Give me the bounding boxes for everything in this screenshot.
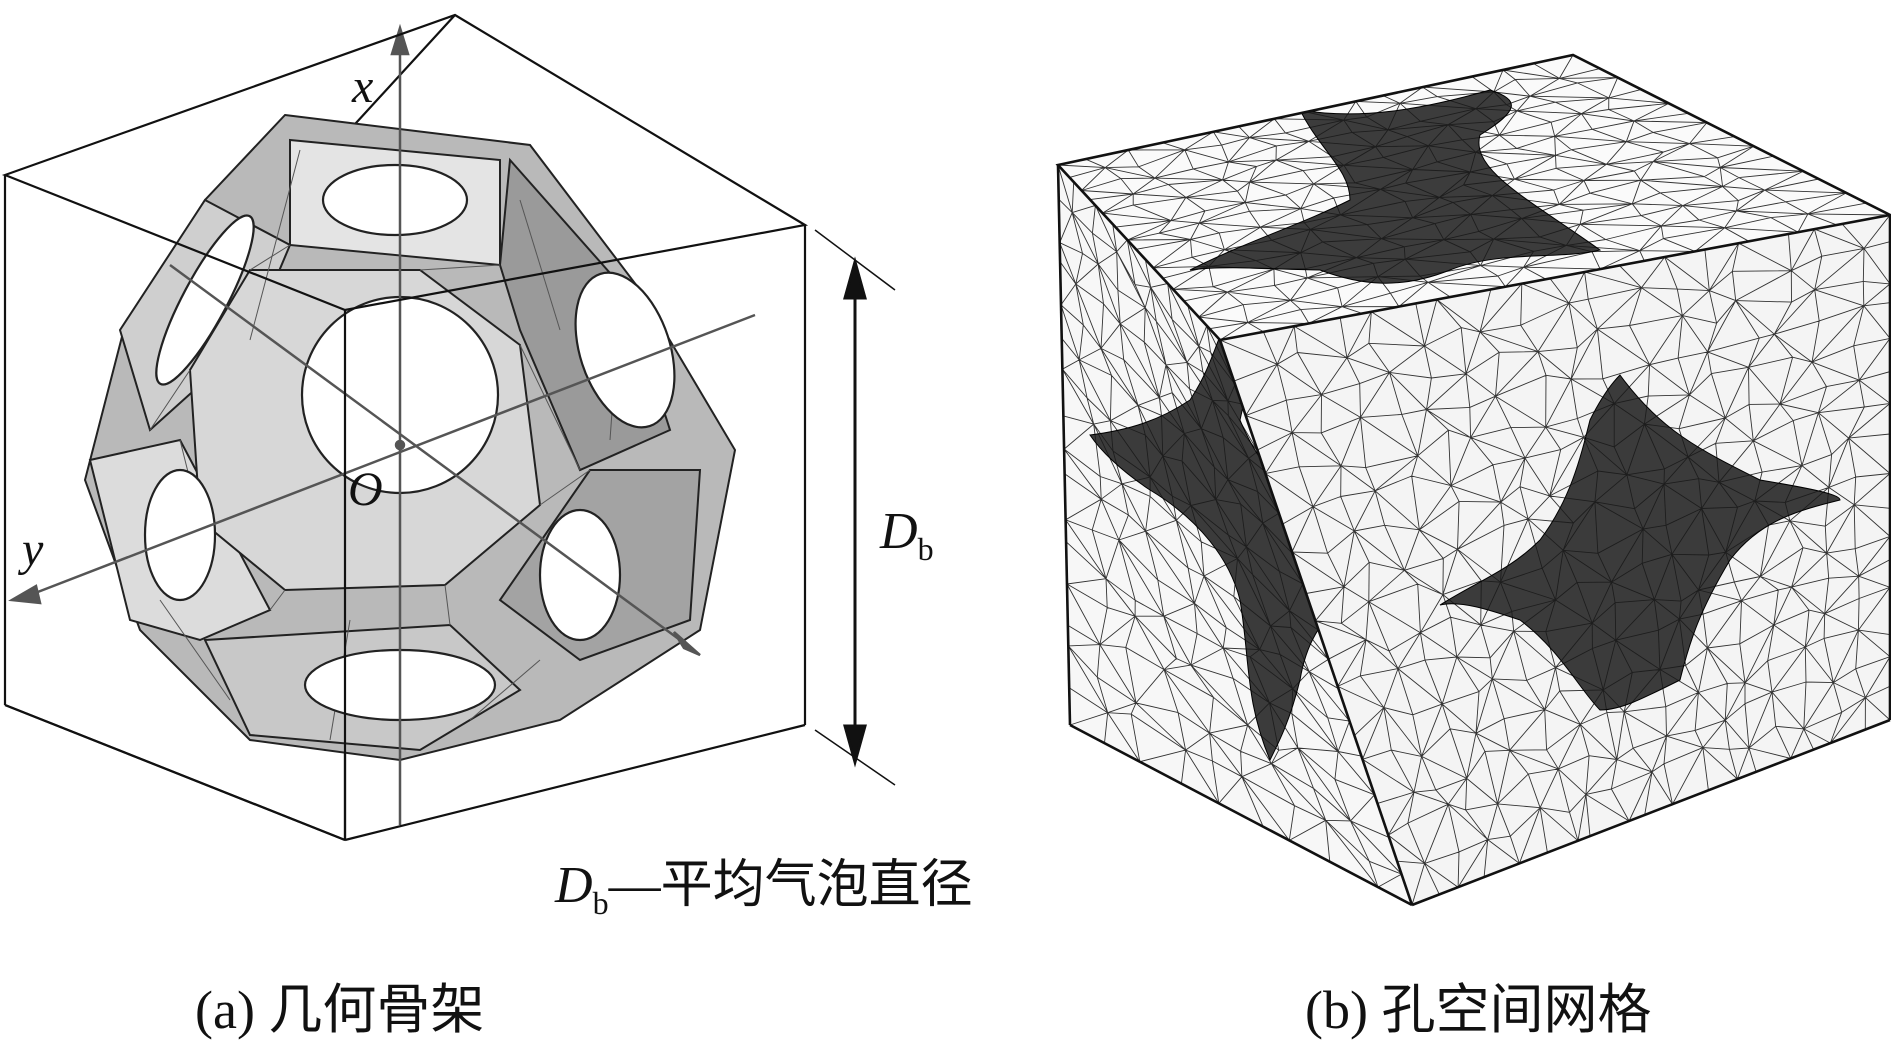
caption-a: (a) 几何骨架 (195, 980, 484, 1040)
axis-z-line (169, 263, 681, 642)
legend-note: Db—平均气泡直径 (554, 857, 973, 921)
origin-label: O (348, 463, 383, 516)
hole-right (538, 508, 622, 642)
hole-upper-right (574, 271, 676, 429)
dimension-arrow-bottom (843, 724, 867, 768)
dense-region-right (1439, 374, 1841, 711)
hole-left (143, 468, 217, 602)
axis-y-label: y (17, 523, 44, 576)
diameter-dimension (814, 229, 896, 786)
axis-x-arrow (390, 23, 410, 56)
dense-region-top (1189, 89, 1602, 284)
panel-a-geometric-skeleton: x y O Db Db—平均气泡直径 (a) 几何骨架 (1, 13, 973, 1040)
dense-mesh-regions (1089, 89, 1841, 762)
dimension-arrow-top (843, 256, 867, 300)
caption-b: (b) 孔空间网格 (1305, 980, 1651, 1040)
origin-point (394, 439, 406, 451)
dimension-label: Db (879, 503, 934, 567)
axis-y-arrow (8, 584, 42, 605)
bounding-box-front-edges (1, 13, 809, 842)
panel-b-pore-space-mesh: (b) 孔空间网格 (1055, 53, 1891, 1040)
hole-upper-left (155, 214, 255, 386)
axis-z-arrow (672, 631, 701, 657)
axis-x-label: x (351, 60, 373, 113)
coordinate-axes (8, 23, 756, 825)
hole-top (321, 163, 469, 237)
cube-edges (1055, 53, 1891, 907)
axis-y-line (29, 313, 756, 597)
